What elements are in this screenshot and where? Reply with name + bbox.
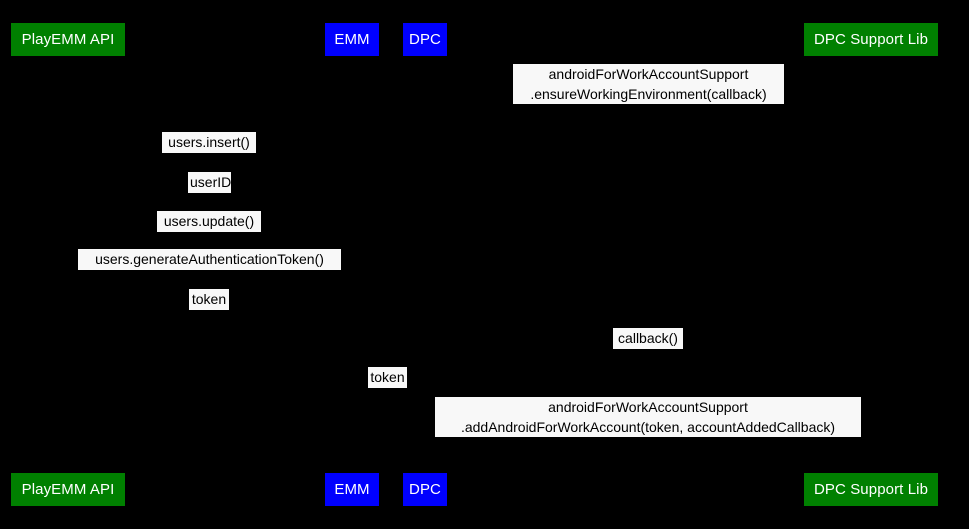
- message-label-token-to-emm: token: [189, 289, 229, 310]
- lifeline-playemm-api: [68, 56, 69, 473]
- message-label-users-insert: users.insert(): [162, 132, 256, 153]
- message-label-line: callback(): [618, 330, 678, 346]
- message-label-line: .ensureWorkingEnvironment(callback): [530, 86, 767, 102]
- message-label-line: users.generateAuthenticationToken(): [95, 251, 324, 267]
- message-arrow-user-id: [68, 194, 352, 195]
- message-label-line: token: [370, 369, 405, 385]
- message-label-user-id: userID: [188, 172, 231, 193]
- message-arrow-users-insert: [68, 154, 352, 155]
- message-label-line: androidForWorkAccountSupport: [548, 399, 748, 415]
- message-arrow-users-update: [68, 233, 352, 234]
- participant-playemm-api-top[interactable]: PlayEMM API: [11, 23, 125, 56]
- participant-emm-top[interactable]: EMM: [325, 23, 379, 56]
- message-arrow-token-to-emm: [68, 311, 352, 312]
- lifeline-dpc-support-lib: [871, 56, 872, 473]
- message-label-line: token: [191, 291, 227, 307]
- participant-dpc-bottom[interactable]: DPC: [403, 473, 447, 506]
- message-arrow-callback: [425, 350, 871, 351]
- message-arrow-generate-authentication-token: [68, 271, 352, 272]
- message-label-generate-authentication-token: users.generateAuthenticationToken(): [78, 249, 341, 270]
- message-label-line: users.insert(): [168, 134, 250, 150]
- message-arrow-add-android-for-work-account: [425, 438, 871, 439]
- message-label-ensure-working-environment: androidForWorkAccountSupport .ensureWorki…: [513, 64, 784, 104]
- message-label-token-to-dpc: token: [368, 367, 407, 388]
- participant-dpc-top[interactable]: DPC: [403, 23, 447, 56]
- participant-emm-bottom[interactable]: EMM: [325, 473, 379, 506]
- message-arrow-ensure-working-environment: [425, 105, 871, 106]
- message-label-line: users.update(): [163, 213, 255, 229]
- message-label-users-update: users.update(): [157, 211, 261, 232]
- message-label-callback: callback(): [613, 328, 683, 349]
- message-label-line: userID: [190, 174, 232, 190]
- message-arrow-token-to-dpc: [352, 389, 425, 390]
- message-label-line: androidForWorkAccountSupport: [548, 66, 749, 82]
- participant-dpc-support-lib-top[interactable]: DPC Support Lib: [804, 23, 938, 56]
- lifeline-dpc: [425, 56, 426, 473]
- message-label-line: .addAndroidForWorkAccount(token, account…: [460, 419, 836, 435]
- participant-dpc-support-lib-bottom[interactable]: DPC Support Lib: [804, 473, 938, 506]
- lifeline-emm: [352, 56, 353, 473]
- message-label-add-android-for-work-account: androidForWorkAccountSupport .addAndroidF…: [435, 397, 861, 437]
- participant-playemm-api-bottom[interactable]: PlayEMM API: [11, 473, 125, 506]
